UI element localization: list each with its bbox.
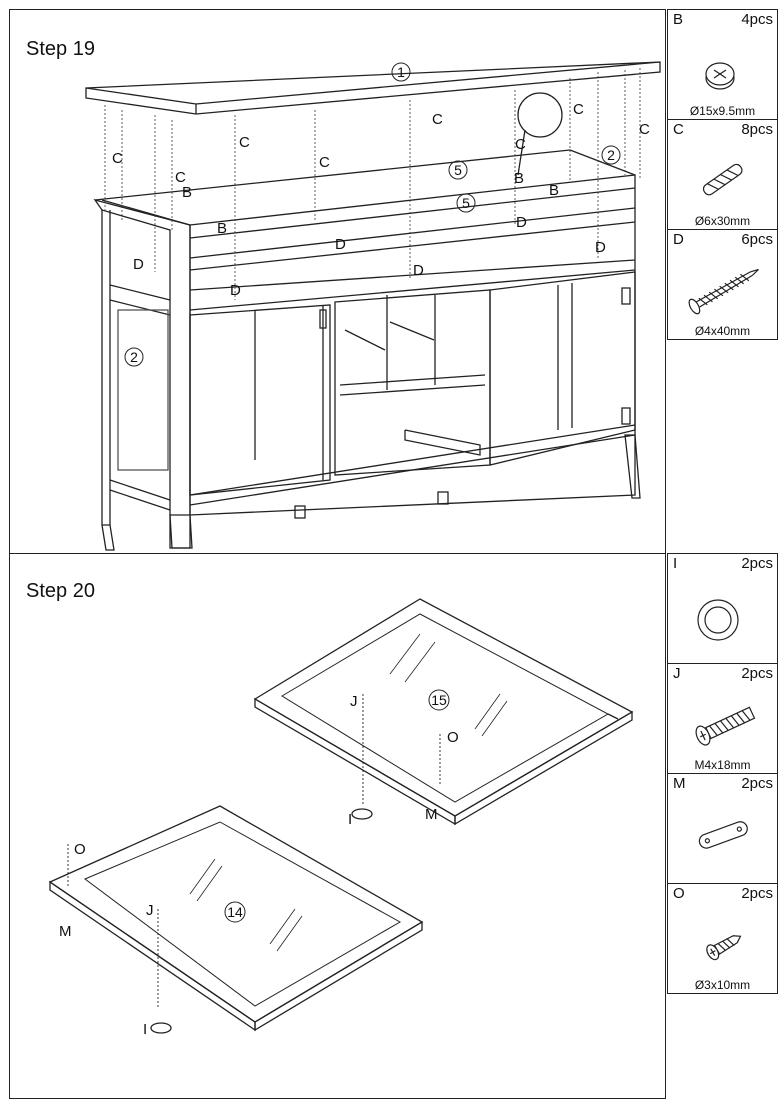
part-d-letter: D xyxy=(673,231,684,248)
label-d-1: D xyxy=(133,256,144,273)
part-c-qty: 8pcs xyxy=(741,121,773,138)
part-o-size: Ø3x10mm xyxy=(694,978,751,992)
label-j-2: J xyxy=(146,902,154,919)
label-i-1: I xyxy=(348,811,352,828)
small-screw-icon xyxy=(706,935,742,961)
label-b-4: B xyxy=(549,182,559,199)
label-c-2: C xyxy=(175,169,186,186)
label-j-1: J xyxy=(350,693,358,710)
part-i-letter: I xyxy=(673,555,678,572)
part-j-letter: J xyxy=(673,665,681,682)
part-j-qty: 2pcs xyxy=(741,665,773,682)
callout-door-14: 14 xyxy=(227,904,243,920)
part-b: B 4pcs Ø15x9.5mm xyxy=(667,9,778,120)
label-c-1: C xyxy=(112,150,123,167)
part-d-qty: 6pcs xyxy=(741,231,773,248)
label-c-5: C xyxy=(432,111,443,128)
part-d: D 6pcs Ø4x40mm xyxy=(667,229,778,340)
part-i: I 2pcs xyxy=(667,553,778,664)
part-b-qty: 4pcs xyxy=(741,11,773,28)
label-c-3: C xyxy=(239,134,250,151)
step-19-title: Step 19 xyxy=(26,38,95,60)
step-19-labels: 1 5 5 2 2 C C C C C C C C B B B B D D D … xyxy=(112,64,650,365)
part-m: M 2pcs xyxy=(667,773,778,884)
callout-panel-5b: 5 xyxy=(462,195,470,211)
callout-door-15: 15 xyxy=(431,692,447,708)
plate-icon xyxy=(698,821,748,849)
label-o-2: O xyxy=(74,841,86,858)
callout-panel-2b: 2 xyxy=(130,349,138,365)
label-b-3: B xyxy=(514,170,524,187)
label-d-3: D xyxy=(335,236,346,253)
label-b-1: B xyxy=(182,184,192,201)
part-i-qty: 2pcs xyxy=(741,555,773,572)
label-c-8: C xyxy=(639,121,650,138)
label-m-2: M xyxy=(59,923,72,940)
machine-screw-icon xyxy=(695,706,756,746)
callout-panel-5a: 5 xyxy=(454,162,462,178)
part-j: J 2pcs M4x18mm xyxy=(667,663,778,774)
label-d-5: D xyxy=(516,214,527,231)
step-20-panel: Step 20 15 14 xyxy=(9,553,666,1099)
wood-screw-icon xyxy=(688,268,759,315)
label-c-4: C xyxy=(319,154,330,171)
dowel-icon xyxy=(702,163,743,196)
label-c-7: C xyxy=(573,101,584,118)
step-20-diagram xyxy=(48,598,634,1034)
part-c: C 8pcs Ø6x30mm xyxy=(667,119,778,230)
callout-panel-1: 1 xyxy=(397,64,405,80)
part-o-letter: O xyxy=(673,885,685,902)
label-i-2: I xyxy=(143,1021,147,1038)
label-d-2: D xyxy=(230,282,241,299)
label-m-1: M xyxy=(425,806,438,823)
part-o: O 2pcs Ø3x10mm xyxy=(667,883,778,994)
cam-lock-icon xyxy=(705,62,735,90)
label-b-2: B xyxy=(217,220,227,237)
part-d-size: Ø4x40mm xyxy=(694,324,751,338)
knob-icon xyxy=(697,599,739,641)
step-19-diagram xyxy=(85,61,661,551)
label-d-4: D xyxy=(413,262,424,279)
step-20-labels: 15 14 J O I M O M J I xyxy=(59,692,459,1038)
part-m-qty: 2pcs xyxy=(741,775,773,792)
label-c-6: C xyxy=(515,136,526,153)
part-b-size: Ø15x9.5mm xyxy=(689,104,756,118)
part-b-letter: B xyxy=(673,11,684,28)
part-c-letter: C xyxy=(673,121,684,138)
step-20-title: Step 20 xyxy=(26,580,95,602)
part-c-size: Ø6x30mm xyxy=(694,214,751,228)
part-m-letter: M xyxy=(673,775,686,792)
step-19-panel: Step 19 xyxy=(9,9,666,554)
part-j-size: M4x18mm xyxy=(694,758,751,772)
label-d-6: D xyxy=(595,239,606,256)
label-o-1: O xyxy=(447,729,459,746)
part-o-qty: 2pcs xyxy=(741,885,773,902)
callout-panel-2a: 2 xyxy=(607,147,615,163)
